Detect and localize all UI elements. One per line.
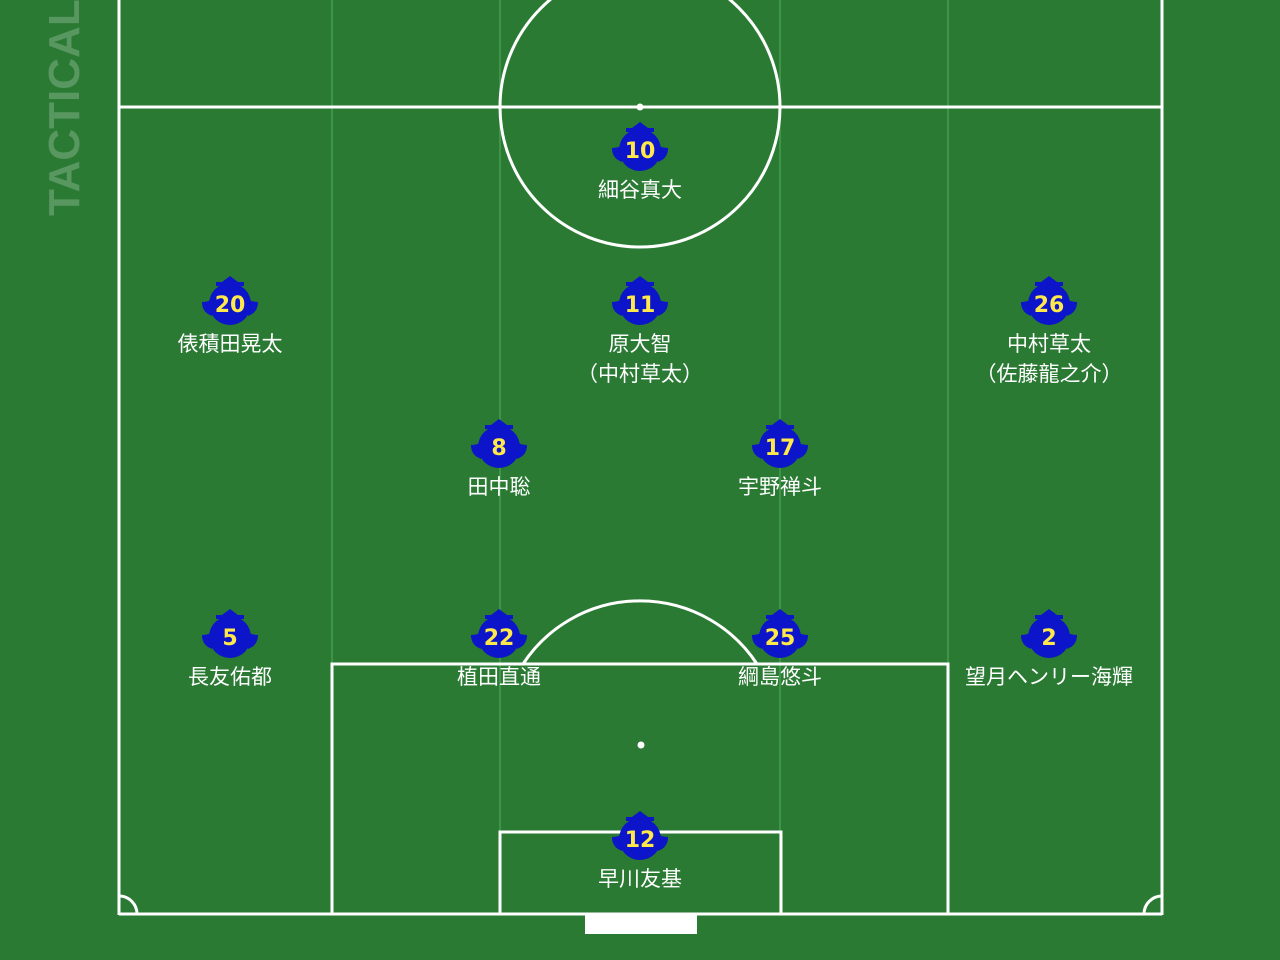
player-name: 望月ヘンリー海輝: [965, 665, 1133, 689]
player-name: 田中聡: [467, 475, 531, 499]
svg-text:12: 12: [625, 828, 656, 853]
svg-text:25: 25: [765, 626, 796, 651]
jersey-icon: 2: [1021, 609, 1077, 658]
player-name: 早川友基: [598, 867, 682, 891]
player-marker: 8 田中聡: [389, 417, 609, 502]
player-name: 綱島悠斗: [738, 665, 822, 689]
svg-text:10: 10: [625, 139, 656, 164]
svg-text:26: 26: [1034, 293, 1065, 318]
jersey-icon: 25: [752, 609, 808, 658]
player-substitute: （佐藤龍之介）: [975, 362, 1123, 386]
corner-arc-left: [118, 894, 139, 915]
jersey-icon: 5: [202, 609, 258, 658]
center-spot: [636, 103, 644, 111]
center-circle: [498, 0, 782, 249]
jersey-icon: 12: [612, 811, 668, 860]
player-marker: 25 綱島悠斗: [670, 607, 890, 692]
player-name: 宇野禅斗: [738, 475, 822, 499]
player-marker: 12 早川友基: [530, 809, 750, 894]
jersey-icon: 17: [752, 419, 808, 468]
jersey-icon: 22: [471, 609, 527, 658]
player-name: 細谷真大: [598, 178, 682, 202]
jersey-icon: 26: [1021, 276, 1077, 325]
watermark-logo: TACTICALista: [40, 0, 89, 216]
goal: [585, 914, 697, 934]
svg-text:8: 8: [491, 436, 506, 461]
jersey-icon: 11: [612, 276, 668, 325]
player-marker: 26 中村草太 （佐藤龍之介）: [939, 274, 1159, 389]
player-marker: 11 原大智 （中村草太）: [530, 274, 750, 389]
player-name: 原大智: [608, 332, 672, 356]
player-name: 植田直通: [457, 665, 541, 689]
player-name: 中村草太: [1007, 332, 1091, 356]
player-name: 俵積田晃太: [177, 332, 283, 356]
player-marker: 17 宇野禅斗: [670, 417, 890, 502]
svg-text:11: 11: [625, 293, 656, 318]
penalty-arc: [521, 599, 759, 665]
player-marker: 10 細谷真大: [530, 120, 750, 205]
player-marker: 20 俵積田晃太: [120, 274, 340, 359]
jersey-icon: 10: [612, 122, 668, 171]
player-marker: 2 望月ヘンリー海輝: [939, 607, 1159, 692]
svg-text:20: 20: [215, 293, 246, 318]
jersey-icon: 20: [202, 276, 258, 325]
player-substitute: （中村草太）: [577, 362, 703, 386]
player-marker: 5 長友佑都: [120, 607, 340, 692]
player-marker: 22 植田直通: [389, 607, 609, 692]
penalty-spot: [637, 741, 645, 749]
svg-text:2: 2: [1041, 626, 1056, 651]
jersey-icon: 8: [471, 419, 527, 468]
player-name: 長友佑都: [188, 665, 272, 689]
corner-arc-right: [1142, 894, 1163, 915]
svg-text:17: 17: [765, 436, 796, 461]
svg-text:5: 5: [222, 626, 237, 651]
svg-text:22: 22: [484, 626, 515, 651]
